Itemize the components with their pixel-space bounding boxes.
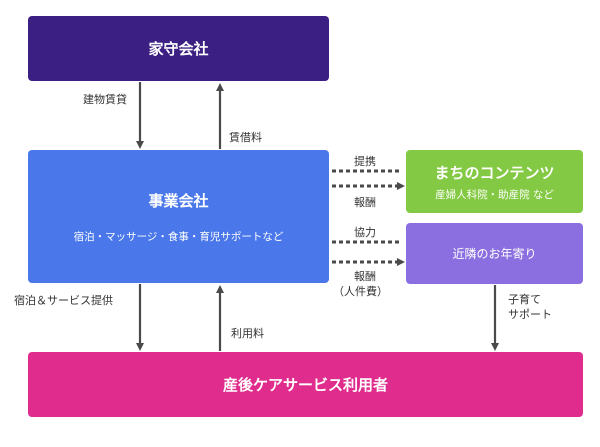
service-users-title: 産後ケアサービス利用者 xyxy=(222,376,388,394)
landlord-company-title: 家守会社 xyxy=(148,40,209,58)
landlord-company-box: 家守会社 xyxy=(28,16,329,81)
label-reward1: 報酬 xyxy=(354,196,376,209)
neighborhood-elders-title: 近隣のお年寄り xyxy=(452,247,537,261)
label-lodging: 宿泊＆サービス提供 xyxy=(14,294,113,307)
service-users-box: 産後ケアサービス利用者 xyxy=(28,352,583,417)
neighborhood-elders-box: 近隣のお年寄り xyxy=(406,223,583,284)
town-contents-box: まちのコンテンツ 産婦人科院・助産院 など xyxy=(406,150,583,213)
label-rent: 賃借料 xyxy=(229,131,262,144)
label-childcare-line1: 子育て xyxy=(508,293,541,306)
label-reward2-line2: （人件費） xyxy=(333,285,388,298)
label-childcare-line2: サポート xyxy=(508,308,552,321)
business-company-subtitle: 宿泊・マッサージ・食事・育児サポートなど xyxy=(73,230,284,243)
business-company-box: 事業会社 宿泊・マッサージ・食事・育児サポートなど xyxy=(28,150,329,283)
label-reward2-line1: 報酬 xyxy=(354,270,376,283)
business-company-title: 事業会社 xyxy=(148,191,209,210)
town-contents-subtitle: 産婦人科院・助産院 など xyxy=(435,188,554,201)
town-contents-title: まちのコンテンツ xyxy=(434,163,555,182)
label-usage-fee: 利用料 xyxy=(231,327,264,340)
label-building-lease: 建物賃貸 xyxy=(83,93,127,106)
label-tieup: 提携 xyxy=(354,155,376,168)
label-cooperation: 協力 xyxy=(354,226,376,239)
